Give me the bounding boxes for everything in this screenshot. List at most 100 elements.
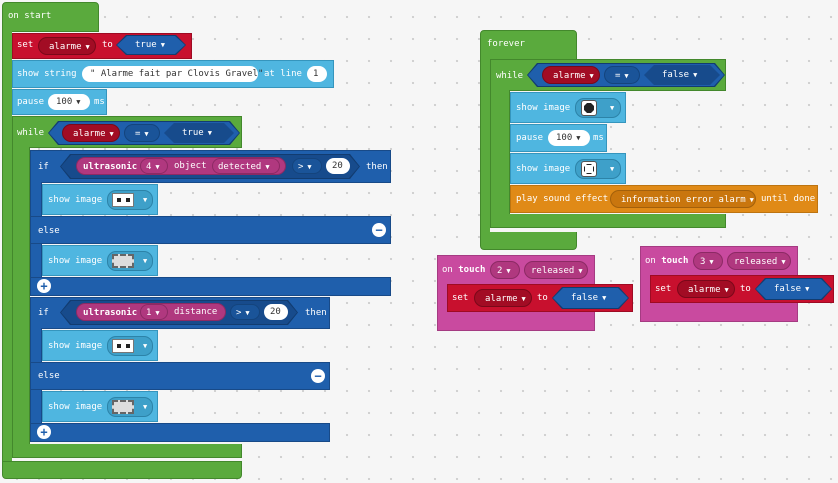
string-input[interactable]: " Alarme fait par Clovis Gravel" xyxy=(82,66,263,82)
bool-true-dropdown[interactable]: true▼ xyxy=(164,123,234,143)
caret-down-icon: ▼ xyxy=(781,258,786,266)
caret-down-icon: ▼ xyxy=(506,267,511,275)
var-dropdown-alarme[interactable]: alarme▼ xyxy=(542,66,600,84)
caret-down-icon: ▼ xyxy=(144,130,149,138)
caret-down-icon: ▼ xyxy=(709,258,714,266)
image-thumbnail-icon xyxy=(112,339,134,353)
caret-down-icon: ▼ xyxy=(610,165,615,173)
caret-down-icon: ▼ xyxy=(724,286,729,294)
stop-sign-outline-icon xyxy=(581,161,597,177)
caret-down-icon: ▼ xyxy=(155,309,160,317)
set-keyword: set xyxy=(655,284,672,294)
on-start-block[interactable] xyxy=(2,2,99,32)
while-keyword: while xyxy=(496,71,524,81)
caret-down-icon: ▼ xyxy=(576,134,581,142)
on-start-footer xyxy=(2,461,242,479)
else-row xyxy=(30,216,391,244)
to-keyword: to xyxy=(740,284,751,294)
if-footer xyxy=(30,277,391,296)
on-keyword: on touch xyxy=(645,256,689,266)
operator-dropdown[interactable]: =▼ xyxy=(124,124,160,142)
var-dropdown-alarme[interactable]: alarme▼ xyxy=(474,289,532,307)
operator-dropdown[interactable]: =▼ xyxy=(604,66,640,84)
caret-down-icon: ▼ xyxy=(109,130,114,138)
pause-ms-dropdown[interactable]: 100▼ xyxy=(48,94,90,110)
stop-sign-icon xyxy=(581,100,597,116)
minus-circle-icon[interactable]: − xyxy=(311,369,325,383)
line-number-input[interactable]: 1 xyxy=(307,66,327,82)
caret-down-icon: ▼ xyxy=(521,295,526,303)
operator-dropdown[interactable]: >▼ xyxy=(230,304,260,320)
set-keyword: set xyxy=(17,40,34,50)
forever-label: forever xyxy=(487,39,525,49)
touch-number-dropdown[interactable]: 2▼ xyxy=(490,261,520,279)
bool-false-dropdown[interactable]: false▼ xyxy=(756,279,831,299)
pause-ms-dropdown[interactable]: 100▼ xyxy=(548,130,590,146)
detected-dropdown[interactable]: detected▼ xyxy=(212,158,280,174)
touch-number-dropdown[interactable]: 3▼ xyxy=(693,252,723,270)
show-image-keyword: show image xyxy=(48,195,103,205)
while-footer xyxy=(12,444,242,458)
to-keyword: to xyxy=(102,40,113,50)
image-thumbnail-icon xyxy=(112,254,134,268)
caret-down-icon: ▼ xyxy=(143,403,148,411)
caret-down-icon: ▼ xyxy=(265,163,270,171)
caret-down-icon: ▼ xyxy=(589,72,594,80)
while-footer xyxy=(490,214,726,228)
caret-down-icon: ▼ xyxy=(155,163,160,171)
show-image-keyword: show image xyxy=(48,341,103,351)
caret-down-icon: ▼ xyxy=(143,342,148,350)
var-dropdown-alarme[interactable]: alarme▼ xyxy=(62,124,120,142)
pause-keyword: pause xyxy=(516,133,544,143)
if-footer xyxy=(30,423,330,442)
touch-state-dropdown[interactable]: released▼ xyxy=(727,252,791,270)
show-image-keyword: show image xyxy=(48,256,103,266)
operator-dropdown[interactable]: >▼ xyxy=(292,158,322,174)
caret-down-icon: ▼ xyxy=(143,257,148,265)
minus-circle-icon[interactable]: − xyxy=(372,223,386,237)
if-keyword: if xyxy=(38,308,49,318)
number-input[interactable]: 20 xyxy=(326,158,350,174)
caret-down-icon: ▼ xyxy=(307,163,312,171)
show-image-keyword: show image xyxy=(516,164,571,174)
caret-down-icon: ▼ xyxy=(143,196,148,204)
port-dropdown[interactable]: 1▼ xyxy=(140,304,168,320)
forever-spine xyxy=(480,58,490,238)
on-keyword: on touch xyxy=(442,265,486,275)
object-label: object xyxy=(174,161,207,171)
at-line-keyword: at line xyxy=(264,69,302,79)
caret-down-icon: ▼ xyxy=(207,129,212,137)
play-sound-keyword: play sound effect xyxy=(516,194,609,204)
distance-label: distance xyxy=(174,307,218,317)
if-keyword: if xyxy=(38,162,49,172)
on-start-label: on start xyxy=(8,11,52,21)
show-image-keyword: show image xyxy=(48,402,103,412)
bool-true-dropdown[interactable]: true▼ xyxy=(117,36,185,54)
on-start-spine xyxy=(2,28,12,466)
caret-down-icon: ▼ xyxy=(85,43,90,51)
caret-down-icon: ▼ xyxy=(160,41,165,49)
var-dropdown-alarme[interactable]: alarme▼ xyxy=(677,280,735,298)
caret-down-icon: ▼ xyxy=(749,196,754,204)
else-keyword: else xyxy=(38,371,60,381)
forever-footer xyxy=(480,232,577,250)
plus-circle-icon[interactable]: + xyxy=(37,425,51,439)
pause-keyword: pause xyxy=(17,97,45,107)
caret-down-icon: ▼ xyxy=(610,104,615,112)
touch-state-dropdown[interactable]: released▼ xyxy=(524,261,588,279)
caret-down-icon: ▼ xyxy=(578,267,583,275)
number-input[interactable]: 20 xyxy=(264,304,288,320)
var-dropdown-alarme[interactable]: alarme▼ xyxy=(38,37,96,55)
plus-circle-icon[interactable]: + xyxy=(37,279,51,293)
until-done-label: until done xyxy=(761,194,816,204)
image-thumbnail-icon xyxy=(112,193,134,207)
port-dropdown[interactable]: 4▼ xyxy=(140,158,168,174)
bool-false-dropdown[interactable]: false▼ xyxy=(644,65,720,85)
ms-unit: ms xyxy=(94,97,105,107)
ms-unit: ms xyxy=(593,133,604,143)
sound-dropdown[interactable]: information error alarm▼ xyxy=(610,190,756,208)
set-keyword: set xyxy=(452,293,469,303)
show-string-keyword: show string xyxy=(17,69,77,79)
while-spine xyxy=(12,147,30,447)
bool-false-dropdown[interactable]: false▼ xyxy=(553,288,628,308)
